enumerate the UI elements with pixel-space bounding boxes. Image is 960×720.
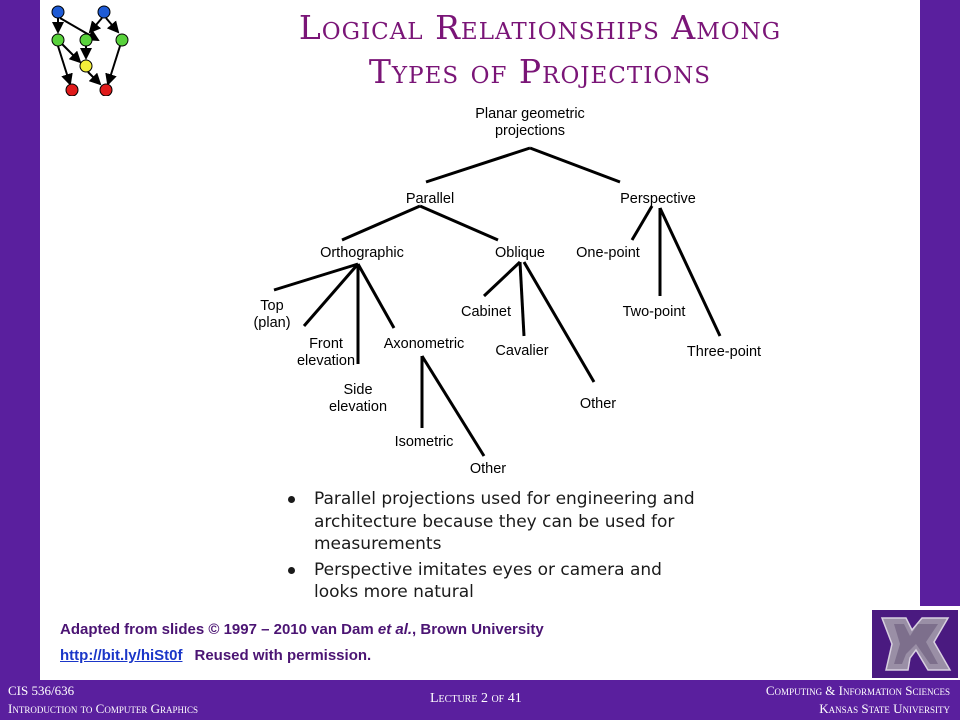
node-front-elevation-line1: Front: [309, 336, 343, 352]
credit-text-italic: et al.: [377, 621, 413, 638]
university-name: Kansas State University: [819, 701, 950, 716]
projection-tree-diagram: Planar geometric projections Parallel Pe…: [253, 106, 761, 477]
bullet-1-line2: architecture because they can be used fo…: [314, 511, 675, 532]
bullet-item: Perspective imitates eyes or camera and …: [284, 559, 804, 604]
bullet-1-line3: measurements: [314, 534, 442, 554]
credit-line-2: http://bit.ly/hiSt0f Reused with permissi…: [60, 646, 371, 666]
node-axonometric-other: Other: [470, 461, 506, 477]
bullet-2-line2: looks more natural: [314, 582, 474, 602]
credit-line: Adapted from slides © 1997 – 2010 van Da…: [60, 620, 544, 640]
department-name: Computing & Information Sciences: [765, 683, 950, 698]
node-side-elevation-line1: Side: [343, 382, 372, 398]
node-two-point: Two-point: [623, 304, 686, 320]
node-orthographic: Orthographic: [320, 245, 404, 261]
bullet-1-line1: Parallel projections used for engineerin…: [314, 489, 695, 509]
permission-text: Reused with permission.: [194, 647, 372, 664]
lecture-indicator: Lecture 2 of 41: [430, 691, 522, 706]
credit-text-a: Adapted from slides © 1997 – 2010 van Da…: [60, 621, 378, 638]
node-top-line2: (plan): [253, 315, 290, 331]
node-perspective: Perspective: [620, 191, 696, 207]
node-one-point: One-point: [576, 245, 640, 261]
node-axonometric: Axonometric: [384, 336, 465, 352]
node-isometric: Isometric: [395, 434, 454, 450]
course-number: CIS 536/636: [8, 683, 75, 698]
node-front-elevation-line2: elevation: [297, 353, 355, 369]
bullet-dot-icon: [288, 496, 295, 503]
node-parallel: Parallel: [406, 191, 454, 207]
slide-title-line2: Types of Projections: [368, 52, 712, 91]
wildcat-logo-icon: [872, 610, 958, 678]
node-top-line1: Top: [260, 298, 283, 314]
bullet-item: Parallel projections used for engineerin…: [284, 488, 804, 556]
left-sidebar-bar: [0, 0, 40, 680]
tree-edges: [273, 146, 722, 457]
node-cavalier: Cavalier: [495, 343, 548, 359]
node-planar-geometric-line1: Planar geometric: [475, 106, 585, 122]
slide-title-line1: Logical Relationships Among: [298, 8, 782, 47]
source-link[interactable]: http://bit.ly/hiSt0f: [60, 647, 183, 664]
credit-text-c: , Brown University: [412, 621, 544, 638]
bullet-2-line1: Perspective imitates eyes or camera and: [314, 559, 662, 580]
graph-logo-icon: [51, 5, 129, 96]
node-three-point: Three-point: [687, 344, 761, 360]
right-sidebar-bar: [920, 0, 960, 606]
footer-bar: CIS 536/636 Introduction to Computer Gra…: [0, 680, 960, 720]
node-oblique: Oblique: [495, 245, 545, 261]
bullet-dot-icon: [288, 566, 295, 574]
slide-title: Logical Relationships Among Types of Pro…: [150, 6, 930, 94]
course-name: Introduction to Computer Graphics: [8, 701, 198, 716]
node-oblique-other: Other: [580, 396, 616, 412]
node-cabinet: Cabinet: [461, 304, 511, 320]
node-planar-geometric-line2: projections: [495, 123, 565, 139]
node-side-elevation-line2: elevation: [329, 399, 387, 415]
bullet-list: Parallel projections used for engineerin…: [284, 488, 804, 607]
